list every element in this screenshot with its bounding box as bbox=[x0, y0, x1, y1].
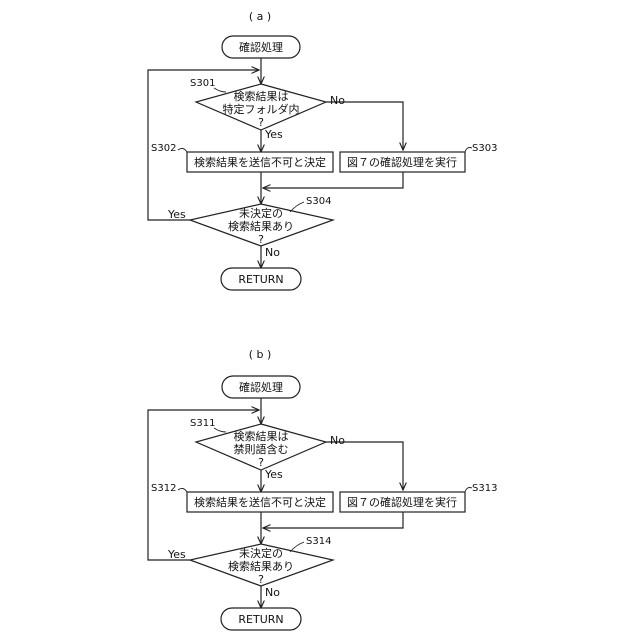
decision-2-line-3: ? bbox=[258, 233, 264, 246]
decision-2: 未決定の 検索結果あり ? bbox=[190, 204, 333, 246]
start-label: 確認処理 bbox=[239, 380, 283, 394]
decision-2-line-1: 未決定の bbox=[239, 206, 283, 220]
decision-1-line-1: 検索結果は bbox=[234, 89, 289, 103]
decision-2-step: S304 bbox=[306, 196, 331, 207]
decision-1: 検索結果は 禁則語含む ? bbox=[196, 424, 326, 470]
figure-b: ( b ) 確認処理 検索結果は 禁則語含む ? S311 No Yes 検索結… bbox=[148, 348, 497, 630]
decision-1-yes-label: Yes bbox=[264, 128, 283, 141]
process-box-left: 検索結果を送信不可と決定 bbox=[187, 152, 333, 172]
decision-2-no-label: No bbox=[265, 246, 280, 259]
decision-2-line-2: 検索結果あり bbox=[228, 219, 294, 233]
process-box-right-leader bbox=[465, 488, 472, 493]
edge-right-box-merge bbox=[263, 172, 403, 188]
process-box-left-step: S312 bbox=[151, 483, 176, 494]
decision-1-line-1: 検索結果は bbox=[234, 429, 289, 443]
start-terminal: 確認処理 bbox=[222, 36, 300, 58]
decision-2-line-3: ? bbox=[258, 573, 264, 586]
process-box-left: 検索結果を送信不可と決定 bbox=[187, 492, 333, 512]
start-terminal: 確認処理 bbox=[222, 376, 300, 398]
decision-1-yes-label: Yes bbox=[264, 468, 283, 481]
process-box-left-text: 検索結果を送信不可と決定 bbox=[194, 155, 326, 169]
decision-1-line-3: ? bbox=[258, 116, 264, 129]
figure-a: ( a ) 確認処理 検索結果は 特定フォルダ内 ? S301 No Yes 検… bbox=[148, 10, 497, 290]
decision-2-yes-label: Yes bbox=[167, 208, 186, 221]
process-box-right: 図７の確認処理を実行 bbox=[340, 492, 465, 512]
edge-decision-1-no bbox=[326, 102, 403, 150]
process-box-right: 図７の確認処理を実行 bbox=[340, 152, 465, 172]
decision-2-yes-label: Yes bbox=[167, 548, 186, 561]
decision-1-no-label: No bbox=[330, 434, 345, 447]
decision-1-no-label: No bbox=[330, 94, 345, 107]
process-box-right-leader bbox=[465, 148, 472, 153]
decision-1: 検索結果は 特定フォルダ内 ? bbox=[196, 84, 326, 130]
process-box-right-text: 図７の確認処理を実行 bbox=[347, 495, 457, 509]
decision-2-no-label: No bbox=[265, 586, 280, 599]
decision-1-step: S311 bbox=[190, 418, 215, 429]
process-box-right-step: S303 bbox=[472, 143, 497, 154]
process-box-left-leader bbox=[178, 488, 187, 492]
process-box-left-step: S302 bbox=[151, 143, 176, 154]
process-box-right-text: 図７の確認処理を実行 bbox=[347, 155, 457, 169]
start-label: 確認処理 bbox=[239, 40, 283, 54]
figure-label: ( a ) bbox=[249, 10, 271, 23]
decision-1-step-leader bbox=[214, 428, 226, 432]
decision-1-line-3: ? bbox=[258, 456, 264, 469]
decision-2: 未決定の 検索結果あり ? bbox=[190, 544, 333, 586]
process-box-left-leader bbox=[178, 148, 187, 152]
process-box-right-step: S313 bbox=[472, 483, 497, 494]
decision-2-step: S314 bbox=[306, 536, 331, 547]
process-box-left-text: 検索結果を送信不可と決定 bbox=[194, 495, 326, 509]
end-terminal: RETURN bbox=[221, 268, 301, 290]
end-label: RETURN bbox=[238, 273, 283, 286]
figure-label: ( b ) bbox=[249, 348, 272, 361]
decision-2-line-1: 未決定の bbox=[239, 546, 283, 560]
end-label: RETURN bbox=[238, 613, 283, 626]
end-terminal: RETURN bbox=[221, 608, 301, 630]
decision-1-step-leader bbox=[214, 88, 226, 92]
edge-decision-1-no bbox=[326, 442, 403, 490]
edge-right-box-merge bbox=[263, 512, 403, 528]
decision-1-line-2: 特定フォルダ内 bbox=[223, 102, 300, 116]
decision-2-line-2: 検索結果あり bbox=[228, 559, 294, 573]
decision-1-step: S301 bbox=[190, 78, 215, 89]
decision-1-line-2: 禁則語含む bbox=[234, 442, 289, 456]
